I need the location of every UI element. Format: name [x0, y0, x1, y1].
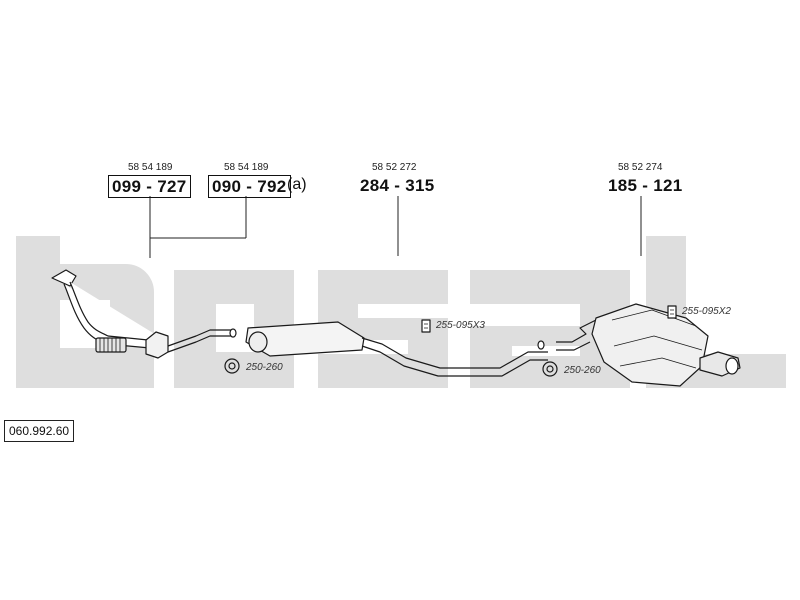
kit-icon-2 — [667, 305, 677, 319]
clamp-label-2[interactable]: 250-260 — [564, 365, 601, 376]
part-ref-2: 58 54 189 — [224, 162, 269, 173]
watermark-letter-a — [470, 270, 630, 388]
middle-section — [245, 321, 548, 377]
part-number-4[interactable]: 185 - 121 — [608, 176, 683, 195]
part-ref-1: 58 54 189 — [128, 162, 173, 173]
watermark-letter-s — [318, 270, 448, 388]
clamp-icon-2 — [542, 361, 558, 377]
part-number-1[interactable]: 099 - 727 — [108, 175, 191, 198]
leader-lines — [149, 196, 642, 258]
kit-label-2[interactable]: 255-095X2 — [682, 306, 731, 317]
kit-icon-1 — [421, 319, 431, 333]
exhaust-parts — [51, 269, 741, 387]
rear-silencer — [556, 303, 741, 387]
part-ref-3: 58 52 272 — [372, 162, 417, 173]
front-pipe — [51, 269, 237, 359]
part-number-3[interactable]: 284 - 315 — [360, 176, 435, 195]
flex-section — [95, 337, 127, 353]
catalog-number: 060.992.60 — [4, 420, 75, 442]
part-number-2[interactable]: 090 - 792 — [208, 175, 291, 198]
part-ref-4: 58 52 274 — [618, 162, 663, 173]
clamp-label-1[interactable]: 250-260 — [246, 362, 283, 373]
clamp-icon-1 — [224, 358, 240, 374]
watermark-letter-o — [174, 270, 294, 388]
kit-label-1[interactable]: 255-095X3 — [436, 320, 485, 331]
part-suffix-2: (a) — [287, 176, 307, 193]
